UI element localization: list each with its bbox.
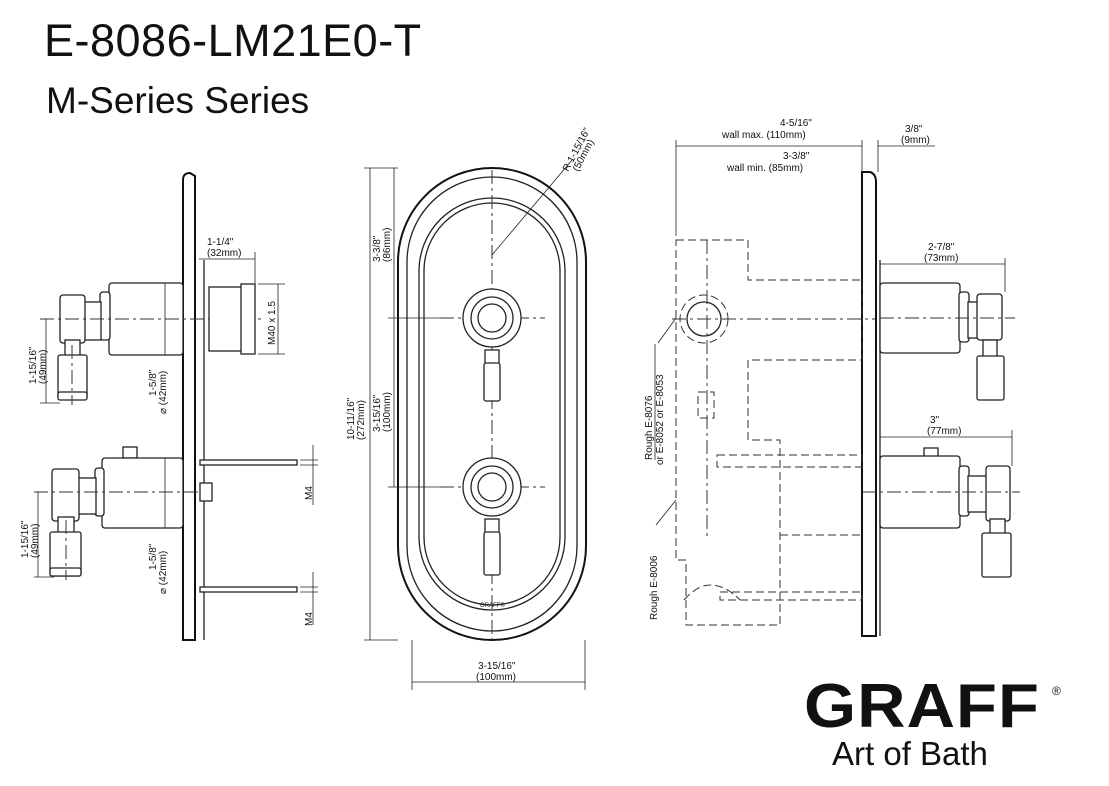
handle-spacing-dim: 3-15/16" xyxy=(372,394,383,432)
total-height-dim: 10-11/16" xyxy=(346,397,357,440)
width-dim: 3-15/16" xyxy=(478,661,516,672)
right-side-view: 4-5/16" wall max. (110mm) 3-3/8" wall mi… xyxy=(644,118,1020,637)
upper-projection-mm: (73mm) xyxy=(924,253,958,264)
screw-lower xyxy=(199,586,298,593)
width-mm: (100mm) xyxy=(476,672,516,683)
screw-upper-dim: M4 xyxy=(304,486,315,500)
rough-upper-label-2: or E-8052 or E-8053 xyxy=(655,374,666,465)
screw-lower-dim: M4 xyxy=(304,612,315,626)
lower-lever-drop-dim: 1-15/16" xyxy=(20,520,31,558)
thread-collar xyxy=(240,283,256,355)
front-view: GRAFF® R 1-15/16" (50mm) 10-11/16" (272m… xyxy=(346,126,597,690)
top-offset-dim: 3-3/8" xyxy=(372,235,383,262)
upper-projection-dim: 2-7/8" xyxy=(928,242,955,253)
upper-knob xyxy=(462,288,522,402)
top-offset-mm: (86mm) xyxy=(382,228,393,262)
rough-lower-label: Rough E-8006 xyxy=(649,555,660,620)
upper-cartridge xyxy=(208,286,243,352)
rough-valve-body xyxy=(672,239,875,626)
wall-max-label: wall max. (110mm) xyxy=(721,130,806,141)
model-number-title: E-8086-LM21E0-T xyxy=(44,15,422,66)
thread-dim: M40 x 1.5 xyxy=(267,301,278,345)
plate-thickness-mm: (9mm) xyxy=(901,135,930,146)
registered-mark: ® xyxy=(1052,684,1061,698)
graff-logo: GRAFF xyxy=(804,672,1041,741)
lower-handle-nub xyxy=(122,446,138,459)
lower-handle-body xyxy=(101,457,184,529)
wall-plate xyxy=(182,171,196,641)
plate-brand-mark: GRAFF® xyxy=(480,602,505,609)
wall-min-label: wall min. (85mm) xyxy=(726,163,803,174)
wall-max-dim: 4-5/16" xyxy=(780,118,812,129)
plate-thickness-dim: 3/8" xyxy=(905,124,923,135)
wall-min-dim: 3-3/8" xyxy=(783,151,810,162)
lower-lever-drop-mm: (49mm) xyxy=(30,524,41,558)
upper-lever-drop-dim: 1-15/16" xyxy=(28,346,39,384)
handle-spacing-mm: (100mm) xyxy=(382,392,393,432)
upper-diameter-mm: ⌀ (42mm) xyxy=(158,371,169,414)
screw-upper xyxy=(199,459,298,466)
series-subtitle: M-Series Series xyxy=(46,80,310,121)
cartridge-length-dim: 1-1/4" xyxy=(207,237,234,248)
wall-plate-right xyxy=(861,171,877,637)
lower-diameter-mm: ⌀ (42mm) xyxy=(158,551,169,594)
tagline: Art of Bath xyxy=(832,735,988,772)
lower-diameter-dim: 1-5/8" xyxy=(148,543,159,570)
left-side-view: 1-1/4" (32mm) M40 x 1.5 1-15/16" (49mm) … xyxy=(20,171,318,641)
upper-lever-drop-mm: (49mm) xyxy=(38,350,49,384)
lower-projection-dim: 3" xyxy=(930,415,940,426)
cartridge-length-mm: (32mm) xyxy=(207,248,241,259)
lower-lever-elbow xyxy=(51,468,80,522)
total-height-mm: (272mm) xyxy=(356,400,367,440)
upper-diameter-dim: 1-5/8" xyxy=(148,369,159,396)
lower-projection-mm: (77mm) xyxy=(927,426,961,437)
rough-upper-label-1: Rough E-8076 xyxy=(644,395,655,460)
lower-knob xyxy=(462,457,522,576)
